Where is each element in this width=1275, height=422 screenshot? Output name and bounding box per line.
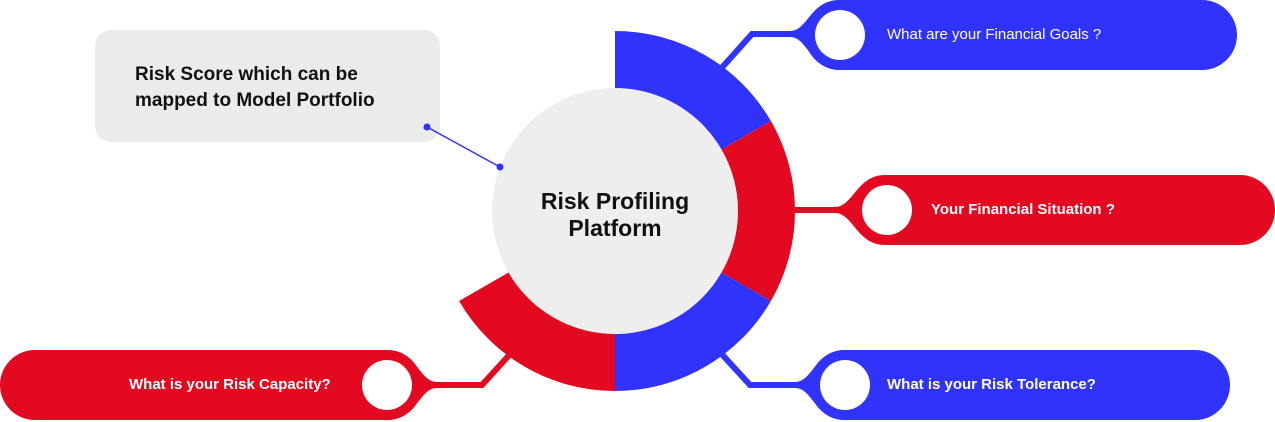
situation-pill: [852, 175, 1275, 245]
capacity-circle-icon: [362, 360, 412, 410]
branch-label-goals: What are your Financial Goals ?: [887, 26, 1102, 43]
callout-text: Risk Score which can be mapped to Model …: [135, 64, 375, 111]
goals-connector: [715, 31, 790, 75]
callout-dot: [423, 123, 431, 131]
center-circle: [492, 88, 738, 334]
tolerance-connector: [715, 347, 795, 388]
tolerance-pill: [810, 350, 1230, 420]
situation-circle-icon: [862, 185, 912, 235]
branch-label-capacity: What is your Risk Capacity?: [129, 376, 331, 393]
callout-connector: [426, 126, 501, 168]
center-dot: [496, 163, 504, 171]
branch-label-situation: Your Financial Situation ?: [931, 201, 1115, 218]
goals-circle-icon: [815, 10, 865, 60]
capacity-pill: [0, 350, 422, 420]
goals-pill: [805, 0, 1237, 70]
capacity-connector: [437, 349, 515, 388]
tolerance-circle-icon: [820, 360, 870, 410]
branch-label-tolerance: What is your Risk Tolerance?: [887, 376, 1096, 393]
center-title: Risk Profiling Platform: [540, 188, 690, 241]
risk-score-callout: Risk Score which can be mapped to Model …: [95, 30, 440, 142]
